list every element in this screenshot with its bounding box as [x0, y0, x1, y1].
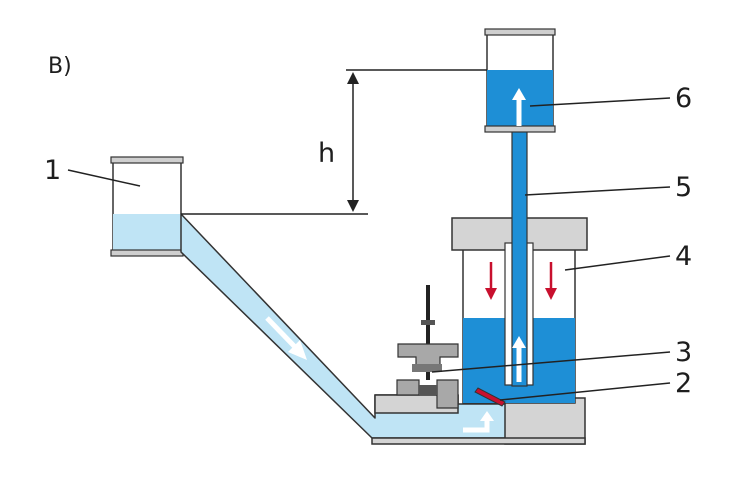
supply-tank	[110, 156, 184, 257]
drive-flow-arrow	[265, 316, 307, 360]
label-part-6: 6	[675, 83, 692, 114]
label-part-4: 4	[675, 241, 692, 272]
label-part-3: 3	[675, 337, 692, 368]
label-part-2: 2	[675, 368, 692, 399]
label-part-1: 1	[44, 155, 61, 186]
height-label: h	[318, 138, 335, 169]
waste-valve	[396, 285, 459, 409]
base-block	[504, 397, 586, 445]
turn-flow-arrow	[463, 411, 494, 433]
upper-tank	[484, 28, 556, 133]
height-dimension	[181, 69, 487, 215]
delivery-valve	[474, 387, 506, 407]
label-part-5: 5	[675, 172, 692, 203]
panel-label: B)	[48, 54, 72, 79]
leader-lines	[67, 97, 671, 401]
air-pressure-arrows	[485, 262, 557, 300]
